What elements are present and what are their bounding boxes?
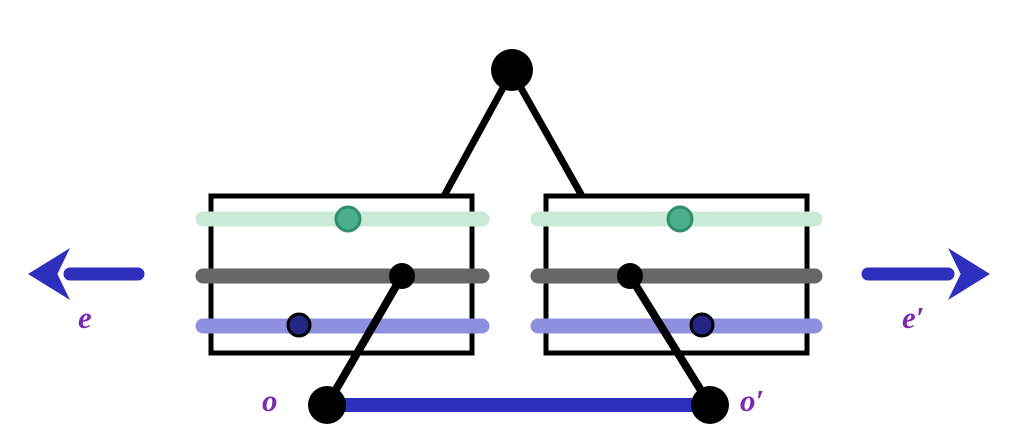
node-black-gray-right <box>617 263 643 289</box>
node-black-gray-left <box>389 263 415 289</box>
arrow-group <box>28 248 990 300</box>
node-basepoint-right <box>691 386 729 424</box>
band-group <box>195 211 823 334</box>
arrow-right-head <box>948 248 990 300</box>
node-navy-right <box>689 312 715 338</box>
section-path-group <box>323 272 714 409</box>
arrow-left-head <box>28 248 70 300</box>
label-edge-right: e′ <box>902 300 925 335</box>
label-edge-left: e <box>78 300 92 335</box>
path-node-group <box>308 263 729 424</box>
node-green-left <box>334 205 362 233</box>
label-basepoint-right: o′ <box>740 383 765 418</box>
node-navy-left <box>286 312 312 338</box>
arrow-left <box>28 248 145 300</box>
section-path-right <box>626 272 714 409</box>
arrow-right <box>861 248 990 300</box>
section-path-left <box>323 272 406 409</box>
apex-edge-left <box>440 86 507 198</box>
label-basepoint-left: o <box>262 383 278 418</box>
node-basepoint-left <box>308 386 346 424</box>
marker-node-group <box>286 205 715 338</box>
node-green-right <box>666 205 694 233</box>
apex-edge-group <box>440 86 586 198</box>
apex-edge-right <box>517 86 586 198</box>
apex-node <box>491 49 533 91</box>
